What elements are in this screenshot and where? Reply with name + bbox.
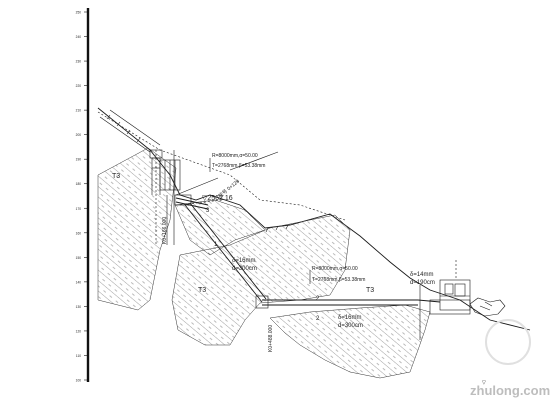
upper-curve-line1: R=8000mm,α=50.00 [212,153,258,159]
rock-label-right: T3 [366,287,374,294]
station-tag-lower: K0+488.000 [268,325,274,352]
pipe-spec-lower-diameter: d=300cm [338,323,363,329]
powerhouse [429,260,506,317]
section-label-horizontal-lower: 2 [316,316,320,322]
curve-annotation-upper: R=8000mm,α=50.00 T=2768mm,β=53.38mm [209,153,265,172]
scale-tick-label: 190 [76,158,82,162]
rock-region-left [97,147,177,311]
rock-region-right [269,304,431,379]
scale-tick-label: 100 [76,379,82,383]
scale-tick-label: 200 [76,133,82,137]
rock-region-middle [171,214,351,346]
pipe-spec-lower-thickness: δ=16mm [338,315,362,321]
scale-tick-label: 250 [76,11,82,15]
watermark: zhulong.com [470,319,550,398]
rock-label-left: T3 [112,173,120,180]
pipe-spec-right-thickness: δ=14mm [410,272,434,278]
upper-shaft-structure [149,149,192,245]
scale-tick-label: 210 [76,109,82,113]
elevation-scale: 250 240 230 220 210 200 190 180 170 160 150 140 130 1… [76,8,90,383]
scale-tick-label: 150 [76,256,82,260]
curve-annotation-lower: R=8000mm,α=50.00 T=2768mm,β=53.38mm [309,266,365,284]
scale-tick-label: 180 [76,182,82,186]
rock-region-middle-upper [174,199,266,256]
scale-tick-label: 110 [76,354,81,358]
scale-tick-label: 170 [76,207,82,211]
scale-tick-label: 220 [76,84,82,88]
section-label-horizontal-upper: 2 [316,296,320,302]
pipe-spec-mid-thickness: δ=16mm [232,258,256,264]
lower-curve-line2: T=2768mm,β=53.38mm [312,277,365,283]
scale-tick-label: 160 [76,231,82,235]
pipe-spec-right: δ=14mm d=190cm [410,272,435,286]
section-label-upper: 3 [206,208,210,214]
section-label-diagonal: 1 [214,242,218,248]
pipe-spec-mid-diameter: d=300cm [232,266,257,272]
ground-ticks [106,114,289,233]
pipe-spec-right-diameter: d=190cm [410,280,435,286]
watermark-text: zhulong.com [470,383,550,398]
pipe-spec-lower: δ=16mm d=300cm [338,315,363,329]
elevation-label: ▽2562.16 [202,195,233,202]
guide-lines [175,151,421,340]
lower-curve-line1: R=8000mm,α=50.00 [312,266,358,272]
station-tag-upper: K0+166.000 [162,217,168,244]
scale-tick-label: 140 [76,280,82,284]
pipe-spec-mid: δ=16mm d=300cm [232,258,257,272]
scale-tick-label: 120 [76,329,82,333]
scale-tick-label: 240 [76,35,82,39]
penstock-pipe [175,197,441,309]
bottom-marker: ▽ [482,380,486,386]
upper-curve-line2: T=2768mm,β=53.38mm [212,163,265,169]
rock-label-middle: T3 [198,287,206,294]
scale-tick-label: 230 [76,60,82,64]
scale-tick-label: 130 [76,305,82,309]
